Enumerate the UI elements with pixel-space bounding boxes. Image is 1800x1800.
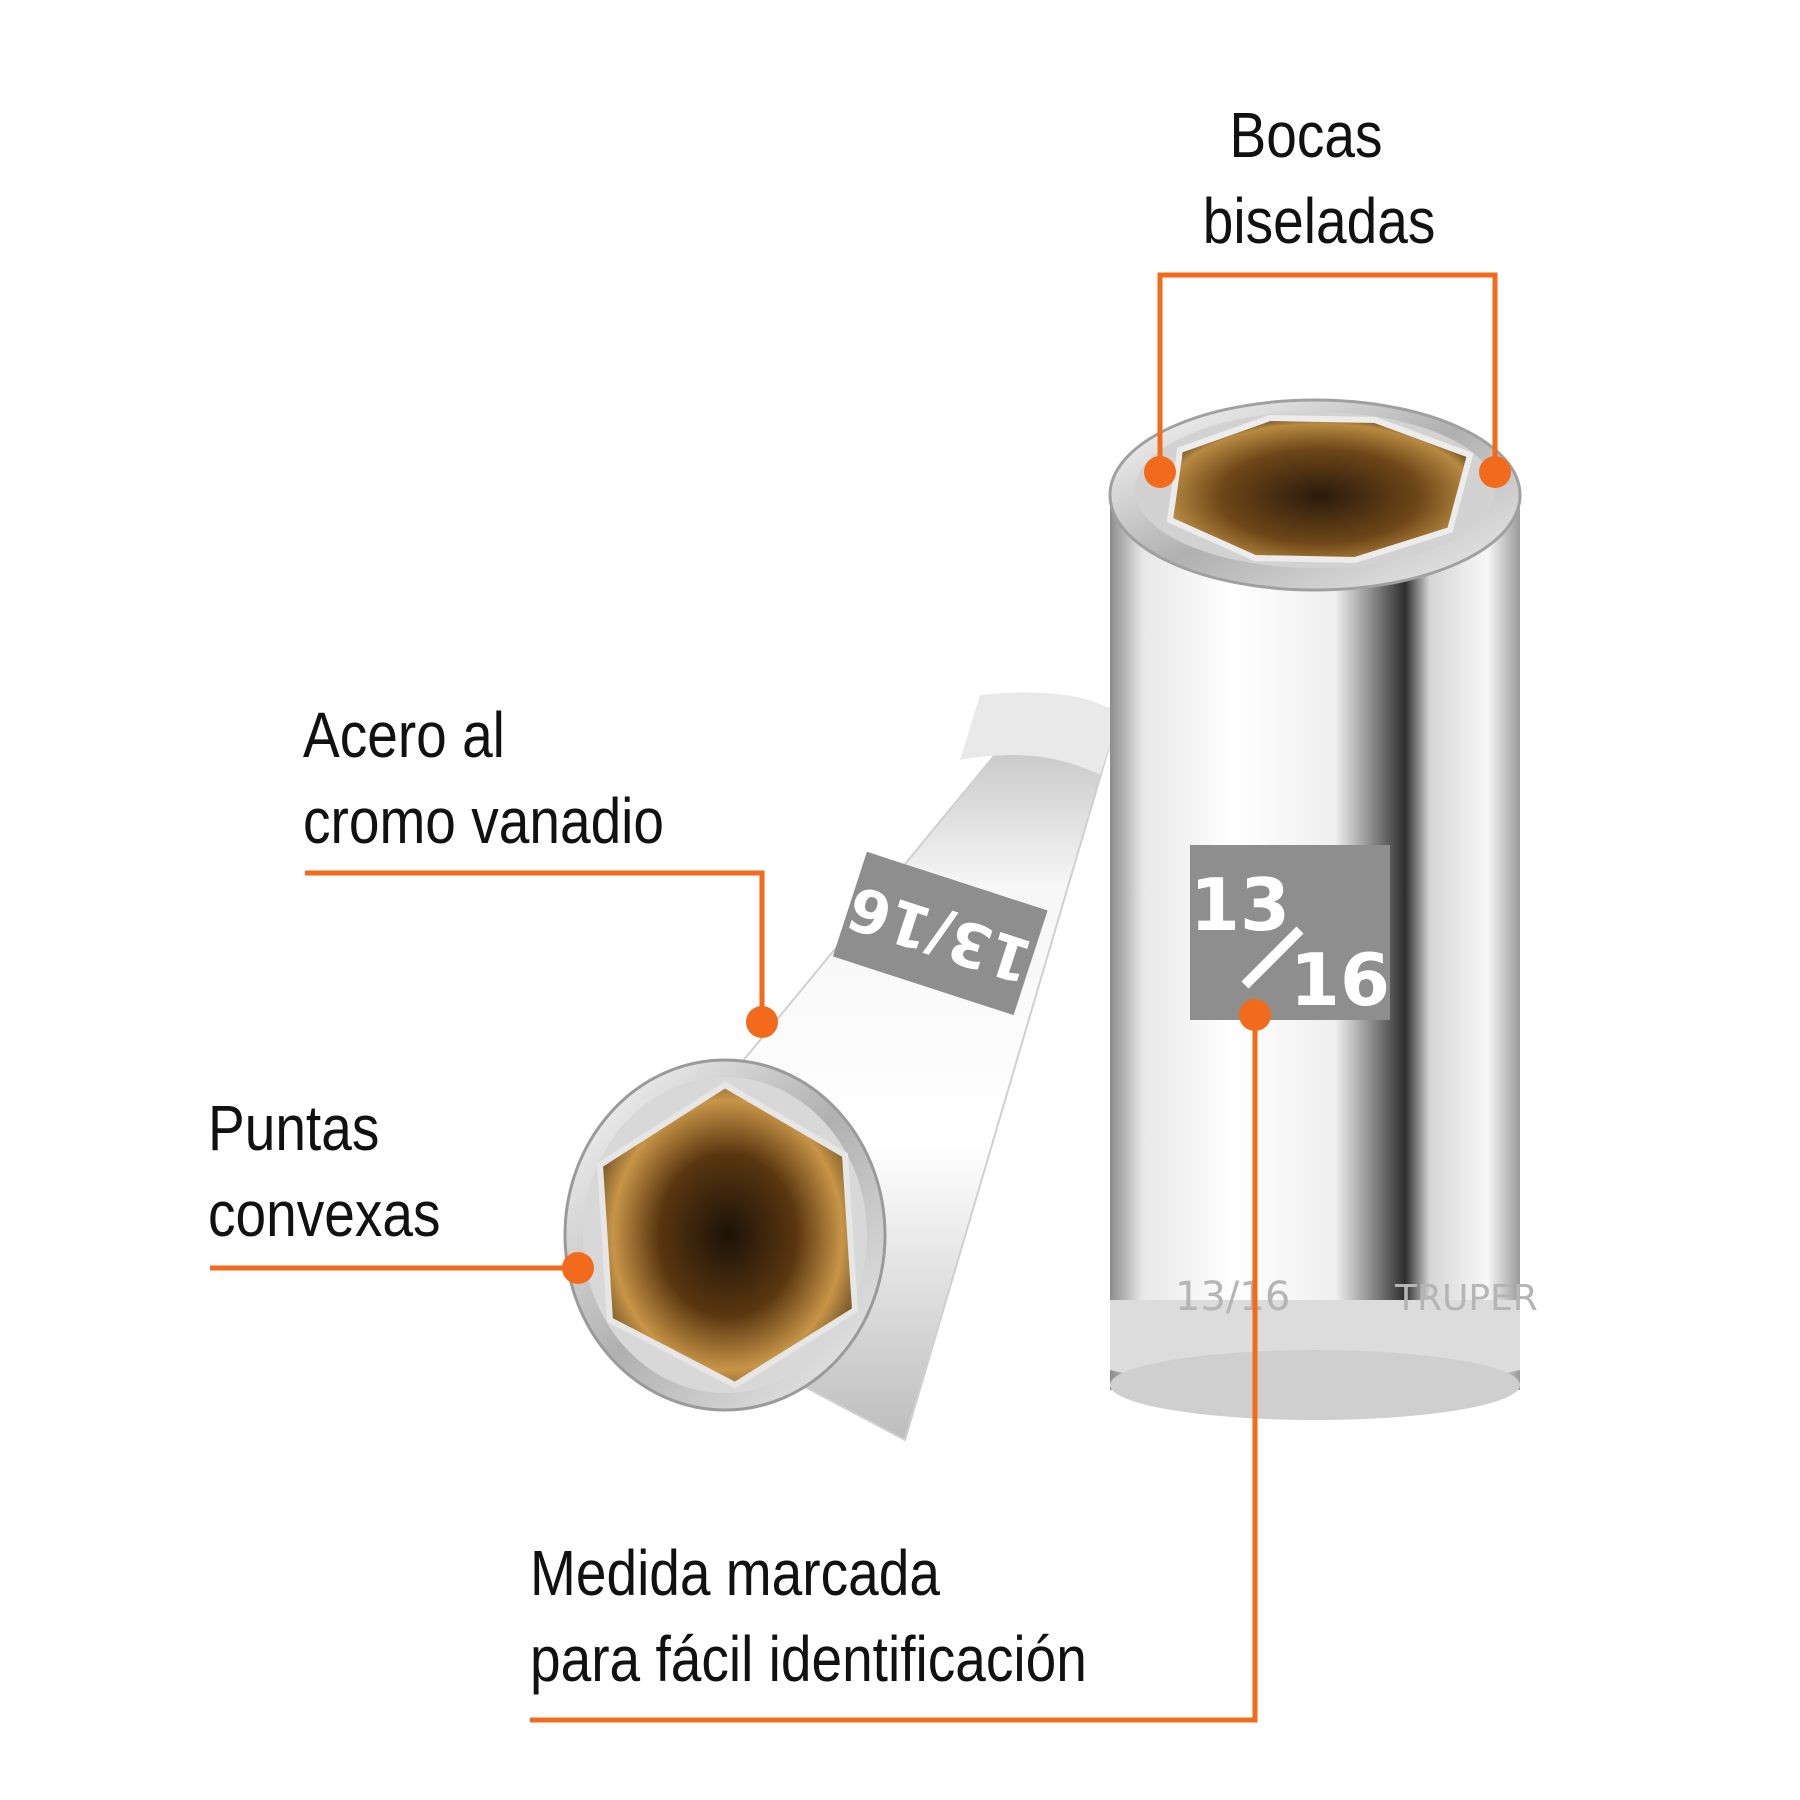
size-badge-right: 13 16 [1190,845,1390,1022]
size-denominator: 16 [1290,938,1390,1022]
callout-dot-icon [1144,456,1176,488]
engraved-size-text: 13/16 [1175,1274,1290,1320]
socket-left-back-end [960,692,1120,775]
callout-dot-icon [562,1252,594,1284]
engraved-brand-text: TRUPER [1394,1278,1538,1319]
size-numerator: 13 [1190,863,1290,947]
callout-line-medida [530,1015,1258,1723]
socket-right-icon: 13 16 13/16 TRUPER [1108,398,1538,1420]
socket-right-hex-opening [1166,414,1474,564]
callout-dot-icon [746,1006,778,1038]
callout-acero-line1: Acero al [303,699,505,771]
callout-bocas-line1: Bocas [1229,99,1383,171]
callout-medida-line2: para fácil identificación [530,1623,1087,1695]
socket-right-base [1110,1350,1520,1420]
callout-medida-line1: Medida marcada [530,1537,940,1609]
callout-puntas-line2: convexas [208,1178,441,1250]
socket-left-icon: 13/16 [563,692,1122,1442]
callout-label-bocas: Bocas biseladas [1202,92,1436,264]
socket-left-hex-opening [596,1081,859,1389]
callout-label-medida: Medida marcada para fácil identificación [530,1530,1087,1702]
callout-bocas-line2: biseladas [1202,185,1436,257]
callout-lines [210,272,1498,1723]
callout-acero-line2: cromo vanadio [303,785,665,857]
callout-dot-icon [1479,456,1511,488]
callout-puntas-line1: Puntas [208,1092,380,1164]
callout-dot-icon [1239,999,1271,1031]
callout-line-bocas [1157,272,1498,470]
callout-label-puntas: Puntas convexas [208,1085,441,1257]
callout-dots [562,456,1511,1284]
callout-label-acero: Acero al cromo vanadio [303,692,664,864]
callout-line-acero [305,870,765,1020]
